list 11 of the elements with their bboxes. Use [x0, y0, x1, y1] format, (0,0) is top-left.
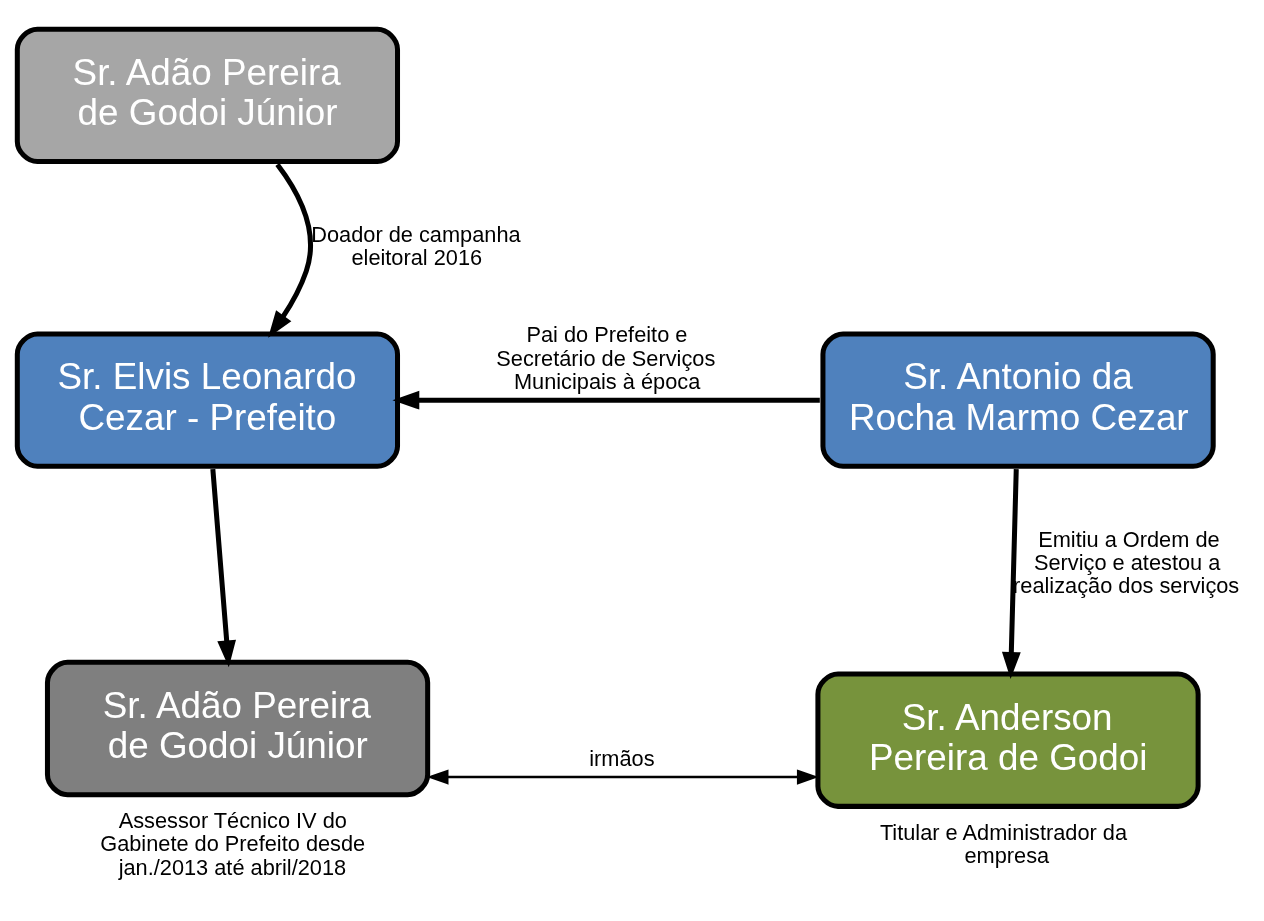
edge-label: Pai do Prefeito e Secretário de Serviços Municipais à época — [496, 322, 716, 395]
arrow — [1001, 469, 1021, 679]
arrow — [210, 468, 237, 668]
arrow — [426, 769, 819, 785]
node-label: Assessor Técnico IV do Gabinete do Prefeito desde jan./2013 até abril/2018 — [100, 807, 366, 880]
arrow — [268, 163, 313, 338]
node-label: Titular e Administrador da empresa — [879, 819, 1128, 869]
edge-label: irmãos — [589, 746, 655, 771]
arrow — [392, 390, 820, 410]
edge-label: Emitiu a Ordem de Serviço e atestou a realização dos serviços — [1013, 526, 1240, 599]
edge-label: Doador de campanha eleitoral 2016 — [311, 221, 521, 271]
